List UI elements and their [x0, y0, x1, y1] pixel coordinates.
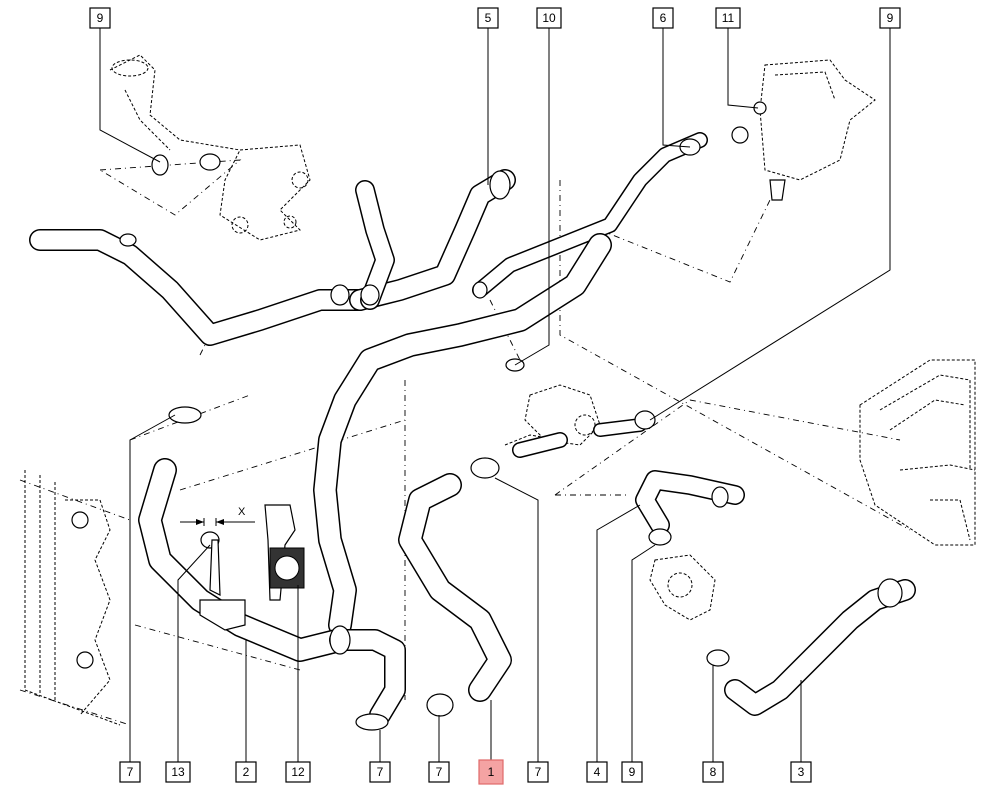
callout-9-top-left: 9 [89, 7, 111, 29]
svg-text:10: 10 [542, 11, 556, 25]
svg-text:7: 7 [535, 765, 542, 779]
callout-7-a: 7 [119, 761, 141, 783]
svg-text:13: 13 [171, 765, 185, 779]
radiator-outline [24, 470, 121, 726]
svg-text:7: 7 [377, 765, 384, 779]
clamps [119, 126, 903, 731]
bracket [199, 539, 246, 631]
callouts-top: 9 5 10 6 11 9 [89, 7, 901, 29]
svg-text:1: 1 [488, 765, 495, 779]
callout-9-top-right: 9 [879, 7, 901, 29]
svg-text:9: 9 [629, 765, 636, 779]
svg-text:11: 11 [722, 11, 735, 25]
svg-text:4: 4 [594, 765, 601, 779]
callout-9-bottom: 9 [621, 761, 643, 783]
callout-11: 11 [715, 7, 741, 29]
callout-12: 12 [285, 761, 311, 783]
svg-text:3: 3 [798, 765, 805, 779]
callouts-bottom: 7 13 2 12 7 7 1 7 [119, 759, 812, 785]
callout-8: 8 [702, 761, 724, 783]
callout-10: 10 [536, 7, 562, 29]
svg-text:2: 2 [243, 765, 250, 779]
callout-5: 5 [477, 7, 499, 29]
callout-7-b: 7 [369, 761, 391, 783]
svg-text:8: 8 [710, 765, 717, 779]
leader-lines [99, 28, 891, 762]
electric-pump [649, 554, 716, 621]
svg-text:9: 9 [97, 11, 104, 25]
dimension-x: X [180, 506, 255, 526]
heater-housing [859, 359, 976, 546]
svg-text:9: 9 [887, 11, 894, 25]
callout-2: 2 [235, 761, 257, 783]
svg-text:7: 7 [436, 765, 443, 779]
dimension-x-label: X [238, 506, 246, 518]
hoses [29, 132, 916, 726]
callout-6: 6 [652, 7, 674, 29]
sensor [264, 504, 305, 601]
expansion-tank [753, 59, 876, 201]
thermostat-housing [109, 54, 311, 241]
callout-4: 4 [586, 761, 608, 783]
svg-text:5: 5 [485, 11, 492, 25]
callout-7-c: 7 [428, 761, 450, 783]
callout-7-d: 7 [527, 761, 549, 783]
callout-1-highlighted: 1 [478, 759, 504, 785]
svg-text:12: 12 [291, 765, 305, 779]
callout-3: 3 [790, 761, 812, 783]
svg-text:6: 6 [660, 11, 667, 25]
svg-text:7: 7 [127, 765, 134, 779]
callout-13: 13 [165, 761, 191, 783]
